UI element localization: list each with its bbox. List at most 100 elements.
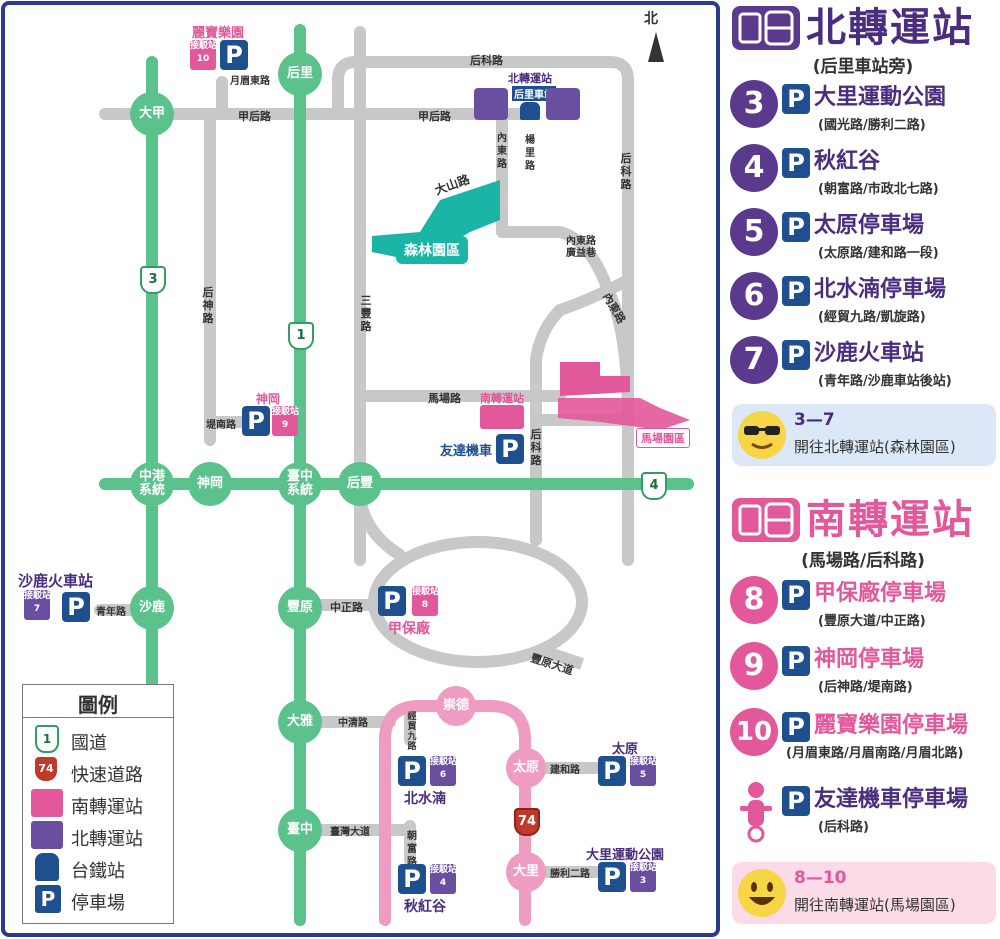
north-station-icon	[31, 821, 63, 849]
lot-7: 7 P 沙鹿火車站 (青年路/沙鹿車站後站)	[730, 334, 1000, 394]
place-qiuhonggu: 秋紅谷	[404, 899, 446, 915]
lot-9: 9 P 神岡停車場 (后神路/堤南路)	[730, 640, 1000, 700]
legend-title: 圖例	[78, 693, 118, 717]
lot-5: 5 P 太原停車場 (太原路/建和路一段)	[730, 206, 1000, 266]
road-label-tinan: 堤南路	[206, 420, 236, 431]
south-station-icon	[480, 405, 524, 429]
parking-icon-shengang: P	[242, 406, 270, 436]
junction-shalu: 沙鹿	[130, 586, 174, 630]
motorcycle-rider-icon	[740, 782, 772, 843]
train-station-icon	[35, 853, 59, 881]
legend-row-parking: P 停車場	[31, 883, 171, 915]
expressway-shield-icon: 74	[35, 757, 57, 781]
parking-icon-lihpao: P	[220, 40, 248, 70]
road-label-jiahou-b: 甲后路	[418, 110, 451, 123]
info-panel: 北轉運站 (后里車站旁) 3 P 大里運動公園 (國光路/勝利二路) 4 P 秋…	[726, 0, 1000, 939]
parking-icon-taiyuan: P	[598, 756, 626, 786]
lot-8: 8 P 甲保廠停車場 (豐原大道/中正路)	[730, 574, 1000, 634]
parking-icon-dali: P	[598, 862, 626, 892]
south-station-title: 南轉運站	[806, 497, 974, 543]
lot-4: 4 P 秋紅谷 (朝富路/市政北七路)	[730, 142, 1000, 202]
parking-icon: P	[782, 276, 810, 306]
legend-row-national-highway: 1 國道	[31, 723, 171, 755]
road-label-zhongzheng: 中正路	[330, 601, 363, 614]
place-shengang-parking: 神岡	[256, 392, 281, 406]
sunglasses-smiley-icon	[738, 411, 786, 459]
junction-fengyuan: 豐原	[278, 586, 322, 630]
festival-route-map: 北 大甲 后里 中港 系統 神岡 臺中 系統 后豐 沙鹿 豐原 大雅 臺中 崇德…	[1, 1, 720, 937]
road-label-houke: 后科路	[470, 54, 503, 67]
lot-3: 3 P 大里運動公園 (國光路/勝利二路)	[730, 78, 1000, 138]
road-label-yangli: 楊里路	[525, 135, 535, 172]
road-label-taiwan-blvd: 臺灣大道	[330, 827, 370, 838]
road-label-sanfeng: 三豐路	[360, 294, 372, 333]
legend-row-expressway: 74 快速道路	[31, 755, 171, 787]
local-roads	[94, 26, 636, 878]
junction-shengang: 神岡	[188, 462, 232, 506]
road-label-shengli2: 勝利二路	[550, 869, 590, 880]
shuttle-7-badge: 接駁站 7	[24, 590, 51, 620]
junction-dali: 大里	[506, 852, 546, 892]
national-highway-shield-icon: 1	[35, 725, 59, 753]
place-houli-station: 后里車站	[512, 86, 556, 101]
north-label: 北	[644, 11, 658, 27]
shuttle-6-badge: 接駁站 6	[430, 756, 457, 786]
parking-icon-beishuidi: P	[398, 756, 426, 786]
place-south-station: 南轉運站	[480, 392, 524, 405]
shuttle-10-badge: 接駁站 10	[190, 40, 217, 70]
place-dali-sports-park: 大里運動公園	[586, 848, 665, 863]
shuttle-4-badge: 接駁站 4	[430, 864, 457, 894]
road-label-houshen: 后神路	[202, 286, 214, 325]
road-label-jiahou-a: 甲后路	[238, 110, 271, 123]
parking-icon: P	[782, 340, 810, 370]
junction-zhonggang: 中港 系統	[130, 462, 174, 506]
road-label-machang: 馬場路	[428, 392, 461, 405]
lot-6: 6 P 北水湳停車場 (經貿九路/凱旋路)	[730, 270, 1000, 330]
parking-icon-qiuhonggu: P	[398, 864, 426, 894]
place-youda-moto: 友達機車	[440, 444, 493, 459]
shuttle-5-badge: 接駁站 5	[630, 756, 657, 786]
road-label-neidong: 內東路	[497, 133, 507, 170]
north-station-bus-icon	[546, 88, 580, 120]
fengyuan-ring-road	[368, 536, 588, 668]
legend-row-train-station: 台鐵站	[31, 851, 171, 883]
road-label-houke-v: 后科路	[620, 152, 632, 191]
legend-row-south-station: 南轉運站	[31, 787, 171, 819]
shuttle-9-badge: 接駁站 9	[272, 406, 299, 436]
shuttle-8-badge: 接駁站 8	[412, 586, 439, 616]
horse-park-area-a	[560, 362, 630, 396]
place-shalu-station: 沙鹿火車站	[18, 572, 94, 590]
road-label-qingnian: 青年路	[96, 607, 126, 618]
south-station-bus-icon	[732, 498, 800, 542]
road-label-neidong-guangyi: 內東路 廣益巷	[566, 236, 596, 259]
parking-icon: P	[35, 885, 61, 913]
road-label-jingmao9: 經貿九路	[407, 712, 417, 752]
parking-icon: P	[782, 84, 810, 114]
junction-chongde: 崇德	[436, 686, 476, 726]
road-label-houke-s: 后科路	[530, 428, 542, 467]
north-arrow-icon	[648, 32, 664, 62]
north-shuttle-note: 3—7 開往北轉運站(森林園區)	[732, 404, 996, 466]
legend-row-north-station: 北轉運站	[31, 819, 171, 851]
road-label-zhongqing: 中清路	[338, 718, 368, 729]
map-frame	[1, 1, 720, 937]
place-north-station: 北轉運站	[508, 72, 552, 85]
junction-daya: 大雅	[278, 700, 322, 744]
parking-icon: P	[782, 712, 810, 742]
expressway-74-shield-icon: 74	[514, 808, 540, 836]
place-horse-park: 馬場園區	[636, 428, 690, 448]
place-taiyuan-parking: 太原	[612, 742, 639, 757]
place-beishuidi: 北水湳	[404, 791, 446, 807]
place-lihpao: 麗寶樂園	[192, 26, 245, 41]
parking-icon-shalu: P	[62, 592, 90, 622]
junction-dajia: 大甲	[130, 92, 174, 136]
parking-icon: P	[782, 786, 810, 816]
highway-4-shield-icon: 4	[641, 472, 667, 500]
south-station-icon	[31, 789, 63, 817]
highway-3-shield-icon: 3	[140, 266, 166, 294]
junction-taiyuan: 太原	[506, 748, 546, 788]
place-forest-park: 森林園區	[396, 236, 468, 264]
motorcycle-lot: P 友達機車停車場 (后科路)	[730, 780, 1000, 843]
north-station-title: 北轉運站	[806, 5, 974, 51]
horse-park-area-b	[558, 398, 690, 430]
